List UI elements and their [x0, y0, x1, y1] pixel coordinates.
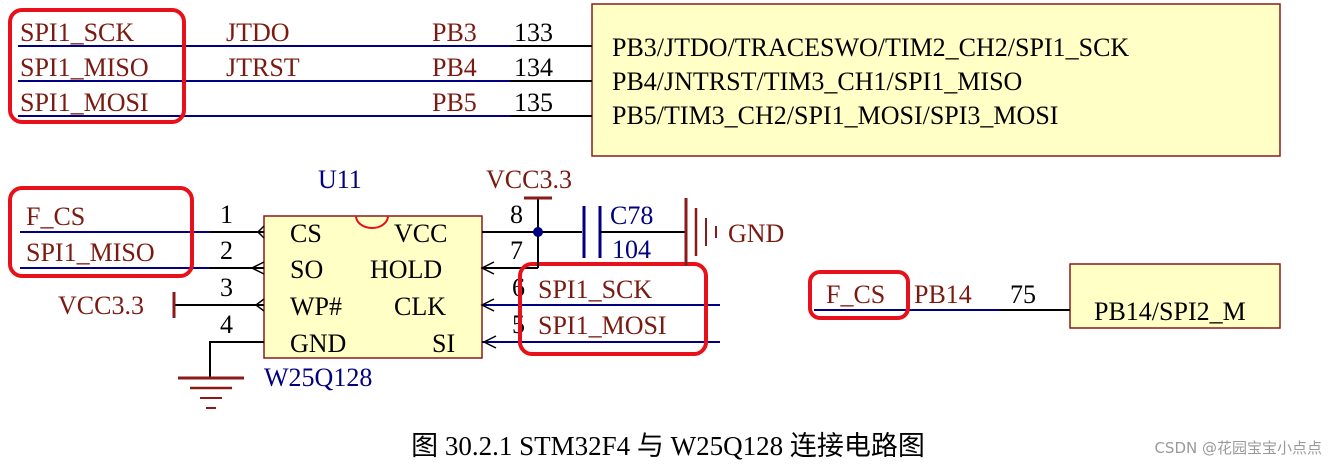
- port-label-pb14: PB14: [914, 280, 972, 309]
- pin-name-hold: HOLD: [370, 255, 442, 284]
- ground-icon: [178, 376, 244, 409]
- highlight-box-chip-right: [518, 262, 708, 356]
- mcu-pin-function-pb14: PB14/SPI2_M: [1094, 297, 1246, 326]
- ground-icon-cap: [684, 198, 717, 266]
- net-label-spi1-mosi: SPI1_MOSI: [20, 88, 149, 117]
- pin2-arrow: [250, 261, 265, 275]
- capacitor-ref: C78: [610, 201, 653, 230]
- mcu-pin-function-pb4: PB4/JNTRST/TIM3_CH1/SPI1_MISO: [612, 67, 1022, 96]
- port-label-pb5: PB5: [432, 88, 477, 117]
- pin6-arrow: [480, 298, 495, 312]
- chip-part-label: W25Q128: [264, 363, 372, 392]
- net-label-spi1-mosi-right: SPI1_MOSI: [538, 311, 667, 340]
- pin-number-2: 2: [220, 236, 233, 265]
- net-label-f-cs-left: F_CS: [26, 202, 85, 231]
- pin-number-133: 133: [514, 18, 553, 47]
- pin-number-8: 8: [510, 200, 523, 229]
- capacitor-value: 104: [612, 235, 651, 264]
- mcu-symbol-pb14: [1069, 263, 1281, 329]
- pin-name-wp: WP#: [290, 292, 342, 321]
- figure-caption: 图 30.2.1 STM32F4 与 W25Q128 连接电路图: [411, 431, 925, 461]
- pin-number-3: 3: [220, 273, 233, 302]
- mcu-pin-function-pb3: PB3/JTDO/TRACESWO/TIM2_CH2/SPI1_SCK: [612, 33, 1129, 62]
- chip-ref-label: U11: [318, 165, 362, 194]
- port-label-pb3: PB3: [432, 18, 477, 47]
- net-label-spi1-sck: SPI1_SCK: [20, 18, 134, 47]
- chip-pin1-notch: [355, 215, 389, 229]
- pin-name-si: SI: [432, 329, 455, 358]
- pin5-arrow: [482, 335, 497, 349]
- port-label-pb4: PB4: [432, 53, 477, 82]
- pin-number-135: 135: [514, 88, 553, 117]
- wire-gnd-pin4: [209, 341, 264, 378]
- pin3-arrow: [254, 298, 265, 312]
- gnd-label: GND: [728, 219, 784, 248]
- pin-name-vcc: VCC: [394, 219, 447, 248]
- pin-number-4: 4: [220, 310, 233, 339]
- mcu-symbol-top: [591, 3, 1281, 157]
- net-label-vcc33-left: VCC3.3: [58, 291, 144, 320]
- pin-name-cs: CS: [290, 219, 322, 248]
- highlight-box-top-nets: [8, 8, 186, 124]
- highlight-box-f-cs: [808, 270, 910, 320]
- watermark: CSDN @花园宝宝小点点: [1154, 439, 1322, 457]
- pin-name-clk: CLK: [394, 292, 446, 321]
- pin1-arrow: [256, 225, 265, 239]
- chip-body-w25q128: [263, 215, 483, 359]
- pin-number-75: 75: [1010, 280, 1036, 309]
- pin-number-134: 134: [514, 53, 553, 82]
- mcu-pin-function-pb5: PB5/TIM3_CH2/SPI1_MOSI/SPI3_MOSI: [612, 101, 1058, 130]
- pin-number-1: 1: [220, 200, 233, 229]
- pin7-arrow: [480, 261, 495, 275]
- pin-name-gnd: GND: [290, 329, 346, 358]
- highlight-box-chip-left: [8, 186, 194, 278]
- net-label-f-cs-right: F_CS: [826, 280, 885, 309]
- net-label-spi1-sck-right: SPI1_SCK: [538, 275, 652, 304]
- schematic-diagram: SPI1_SCK SPI1_MISO SPI1_MOSI JTDO JTRST …: [8, 3, 1281, 409]
- net-label-spi1-miso: SPI1_MISO: [20, 53, 149, 82]
- net-label-vcc33-top: VCC3.3: [486, 165, 572, 194]
- pin-number-7: 7: [510, 236, 523, 265]
- net-label-spi1-miso-left: SPI1_MISO: [26, 238, 155, 267]
- pin-name-so: SO: [290, 255, 323, 284]
- alt-label-jtrst: JTRST: [226, 53, 300, 82]
- alt-label-jtdo: JTDO: [226, 18, 290, 47]
- junction-dot: [533, 227, 543, 237]
